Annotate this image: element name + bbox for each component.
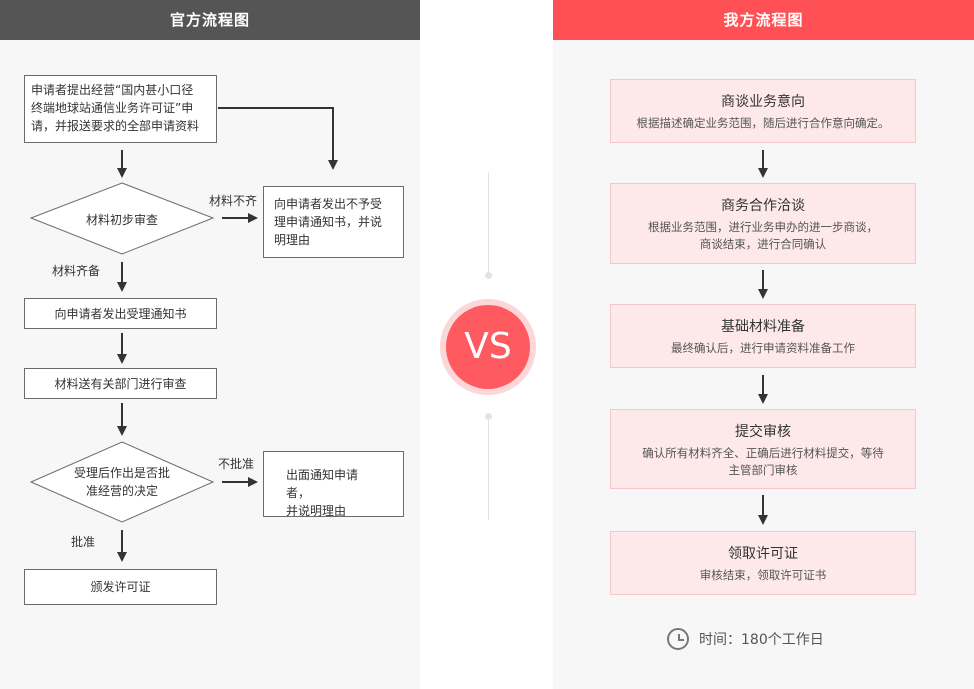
review-diamond-label: 材料初步审查 — [86, 213, 159, 227]
label-incomplete: 材料不齐 — [209, 194, 258, 208]
timeline-dot-top — [485, 272, 492, 279]
duration-text: 时间：180个工作日 — [699, 632, 824, 648]
clock-icon — [667, 628, 689, 650]
step-desc: 最终确认后，进行申请资料准备工作 — [671, 341, 855, 355]
step-license: 领取许可证 审核结束，领取许可证书 — [610, 531, 916, 595]
step-title: 商谈业务意向 — [721, 94, 805, 110]
official-flow-title: 官方流程图 — [0, 0, 420, 40]
timeline-dot-bottom — [485, 413, 492, 420]
label-approved: 批准 — [71, 535, 96, 549]
reject-notice-box: 向申请者发出不予受 理申请通知书，并说 明理由 — [263, 186, 404, 258]
step-desc: 根据业务范围，进行业务申办的进一步商谈， — [648, 220, 878, 234]
step-desc: 主管部门审核 — [728, 463, 798, 477]
duration: 时间：180个工作日 — [667, 627, 824, 651]
accept-notice-box: 向申请者发出受理通知书 — [24, 298, 217, 329]
our-flow-title: 我方流程图 — [553, 0, 974, 40]
timeline-bottom — [488, 420, 489, 520]
step-title: 商务合作洽谈 — [721, 198, 805, 214]
step-title: 领取许可证 — [728, 546, 798, 562]
step-negotiation: 商务合作洽谈 根据业务范围，进行业务申办的进一步商谈， 商谈结束，进行合同确认 — [610, 183, 916, 264]
label-complete: 材料齐备 — [52, 264, 101, 278]
label-not-approved: 不批准 — [218, 457, 255, 471]
step-desc: 确认所有材料齐全、正确后进行材料提交，等待 — [642, 446, 884, 460]
review-diamond — [29, 182, 215, 255]
step-submit: 提交审核 确认所有材料齐全、正确后进行材料提交，等待 主管部门审核 — [610, 409, 916, 489]
dept-review-box: 材料送有关部门进行审查 — [24, 368, 217, 399]
step-desc: 审核结束，领取许可证书 — [699, 568, 827, 582]
apply-box: 申请者提出经营“国内甚小口径 终端地球站通信业务许可证”申 请，并报送要求的全部… — [24, 75, 217, 143]
timeline-top — [488, 172, 489, 272]
step-desc: 商谈结束，进行合同确认 — [699, 237, 827, 251]
decision-diamond-label: 受理后作出是否批 准经营的决定 — [73, 466, 170, 498]
step-intent: 商谈业务意向 根据描述确定业务范围，随后进行合作意向确定。 — [610, 79, 916, 143]
step-title: 提交审核 — [735, 424, 791, 440]
vs-badge: VS — [440, 299, 536, 395]
issue-license-box: 颁发许可证 — [24, 569, 217, 605]
vs-text: VS — [446, 305, 530, 389]
denied-notice-box: 出面通知申请者， 并说明理由 — [263, 451, 404, 518]
decision-diamond — [29, 441, 215, 523]
step-materials: 基础材料准备 最终确认后，进行申请资料准备工作 — [610, 304, 916, 368]
step-desc: 根据描述确定业务范围，随后进行合作意向确定。 — [636, 116, 890, 130]
step-title: 基础材料准备 — [721, 319, 805, 335]
